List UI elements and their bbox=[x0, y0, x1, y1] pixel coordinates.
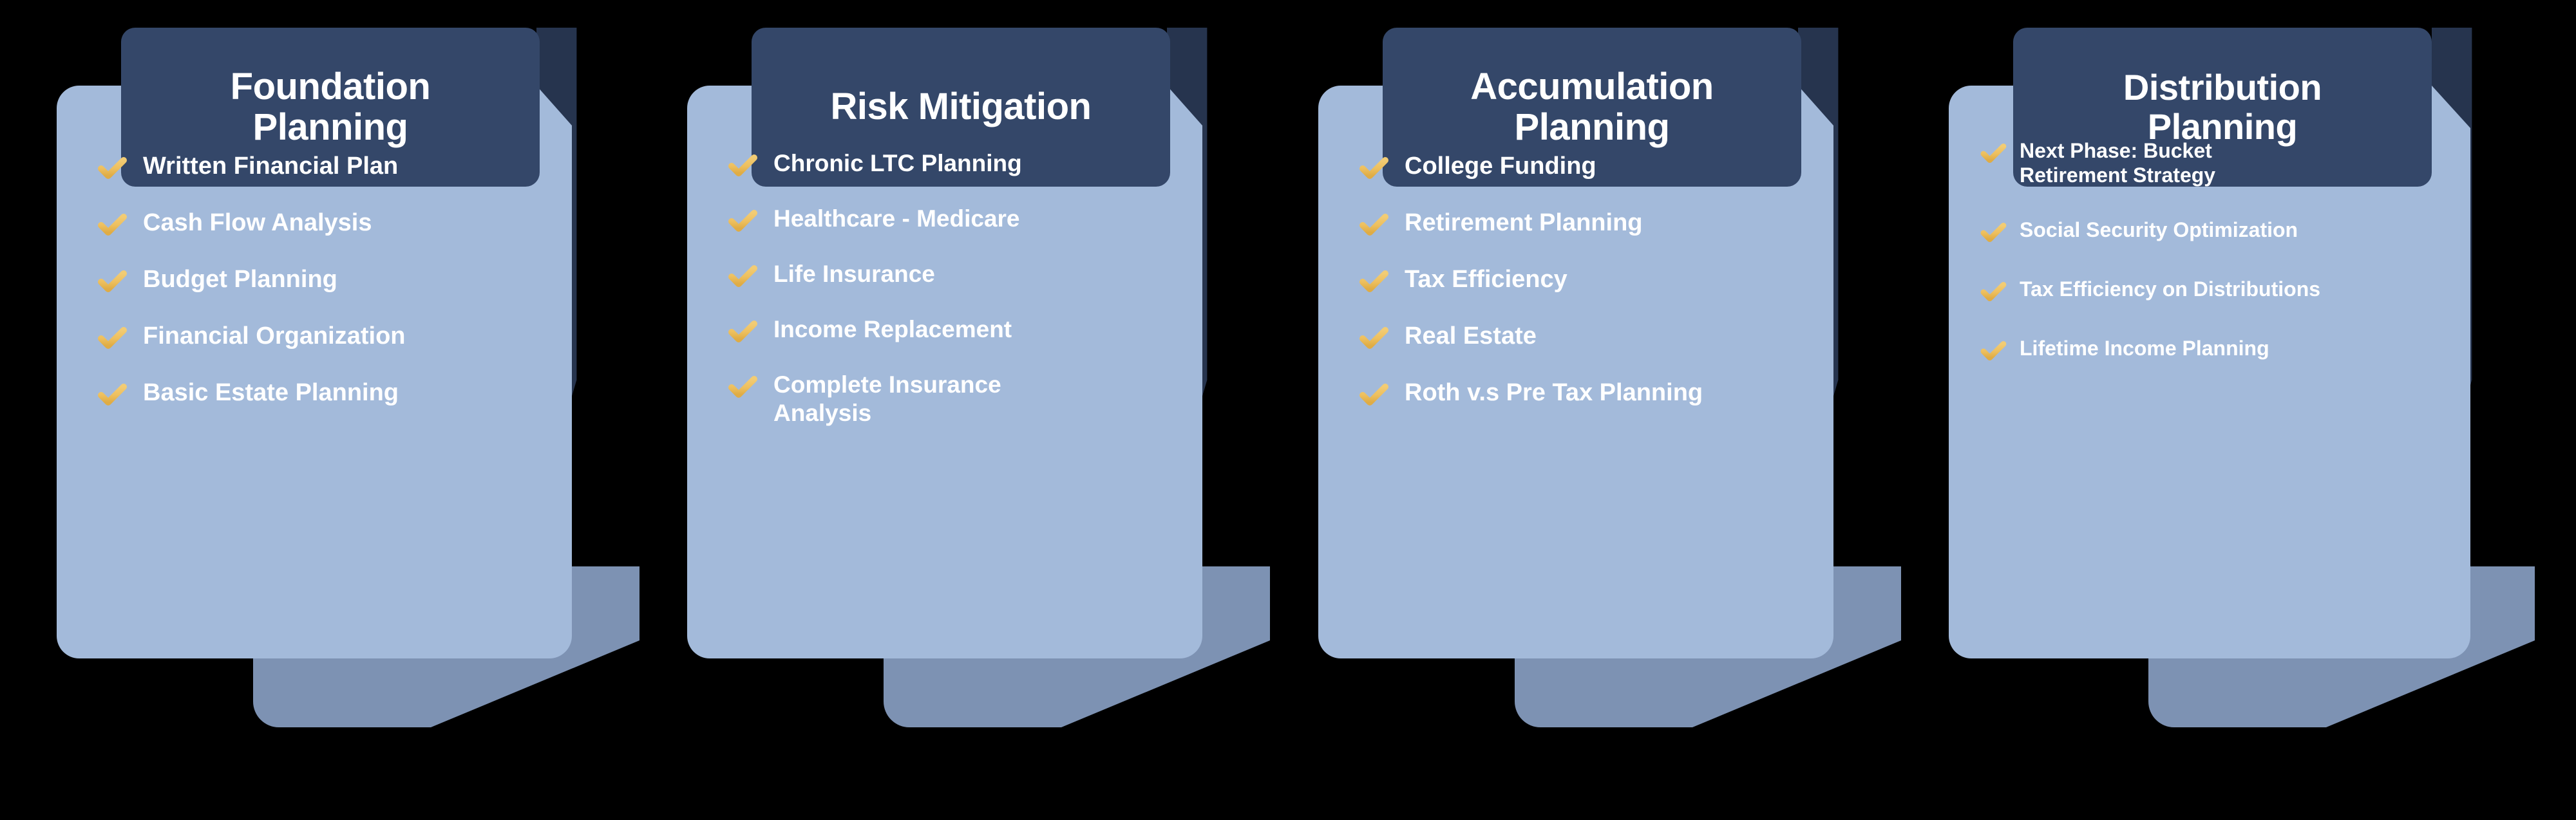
list-item-label: Healthcare - Medicare bbox=[773, 205, 1020, 232]
list-item-label: Retirement Planning bbox=[1405, 209, 1643, 236]
list-item-label: Tax Efficiency on Distributions bbox=[2020, 277, 2321, 301]
card-title: Distribution Planning bbox=[2123, 67, 2322, 147]
list-item-label: Complete Insurance Analysis bbox=[773, 371, 1001, 426]
card-header: Accumulation Planning bbox=[1383, 28, 1801, 187]
card-header: Distribution Planning bbox=[2013, 28, 2432, 187]
check-icon bbox=[726, 149, 759, 182]
list-item: Healthcare - Medicare bbox=[726, 203, 1191, 238]
card-feature-list: Next Phase: Bucket Retirement Strategy S… bbox=[1949, 86, 2464, 658]
list-item-label: Next Phase: Bucket Retirement Strategy bbox=[2020, 139, 2216, 187]
check-icon bbox=[95, 151, 129, 185]
card-feature-list: Chronic LTC Planning Healthcare - Medica… bbox=[687, 86, 1202, 658]
list-item: Chronic LTC Planning bbox=[726, 147, 1191, 182]
check-icon bbox=[1978, 218, 2008, 247]
list-item: Tax Efficiency on Distributions bbox=[1978, 275, 2452, 306]
check-icon bbox=[726, 204, 759, 238]
check-icon bbox=[726, 370, 759, 404]
list-item: Real Estate bbox=[1357, 320, 1822, 355]
check-icon bbox=[1357, 151, 1390, 185]
planning-card: Distribution Planning Next Phase: Bucket… bbox=[1949, 0, 2576, 820]
list-item-label: Budget Planning bbox=[143, 266, 337, 293]
list-item-label: Written Financial Plan bbox=[143, 153, 399, 180]
check-icon bbox=[726, 315, 759, 348]
list-item-label: Lifetime Income Planning bbox=[2020, 336, 2269, 360]
list-item: Roth v.s Pre Tax Planning bbox=[1357, 377, 1822, 411]
check-icon bbox=[1357, 265, 1390, 298]
planning-card: Foundation Planning Written Financial Pl… bbox=[57, 0, 688, 820]
check-icon bbox=[726, 259, 759, 293]
card-title: Foundation Planning bbox=[230, 65, 431, 148]
list-item-label: Life Insurance bbox=[773, 261, 935, 287]
list-item-label: Income Replacement bbox=[773, 316, 1012, 342]
list-item-label: Tax Efficiency bbox=[1405, 266, 1567, 293]
list-item-label: Roth v.s Pre Tax Planning bbox=[1405, 379, 1703, 406]
check-icon bbox=[1357, 321, 1390, 355]
list-item: Income Replacement bbox=[726, 313, 1191, 348]
list-item-label: Basic Estate Planning bbox=[143, 379, 399, 406]
list-item: Retirement Planning bbox=[1357, 207, 1822, 241]
list-item: Social Security Optimization bbox=[1978, 216, 2452, 247]
check-icon bbox=[1357, 208, 1390, 241]
check-icon bbox=[95, 321, 129, 355]
check-icon bbox=[95, 208, 129, 241]
list-item-label: Chronic LTC Planning bbox=[773, 150, 1022, 176]
card-header: Foundation Planning bbox=[121, 28, 540, 187]
check-icon bbox=[1978, 138, 2008, 168]
check-icon bbox=[1978, 336, 2008, 366]
list-item: Lifetime Income Planning bbox=[1978, 335, 2452, 366]
list-item: Life Insurance bbox=[726, 258, 1191, 293]
card-feature-list: Written Financial Plan Cash Flow Analysi… bbox=[57, 86, 572, 658]
list-item: Basic Estate Planning bbox=[95, 377, 560, 411]
card-title: Accumulation Planning bbox=[1470, 65, 1714, 148]
list-item-label: Financial Organization bbox=[143, 322, 406, 349]
planning-card: Accumulation Planning College Funding Re… bbox=[1318, 0, 1949, 820]
list-item: Financial Organization bbox=[95, 320, 560, 355]
list-item-label: Cash Flow Analysis bbox=[143, 209, 372, 236]
card-header: Risk Mitigation bbox=[752, 28, 1170, 187]
list-item: Budget Planning bbox=[95, 263, 560, 298]
list-item: Tax Efficiency bbox=[1357, 263, 1822, 298]
check-icon bbox=[95, 378, 129, 411]
card-title: Risk Mitigation bbox=[830, 86, 1092, 128]
list-item: College Funding bbox=[1357, 150, 1822, 185]
planning-card: Risk Mitigation Chronic LTC Planning Hea… bbox=[687, 0, 1318, 820]
list-item: Complete Insurance Analysis bbox=[726, 369, 1191, 427]
list-item-label: Social Security Optimization bbox=[2020, 218, 2298, 241]
card-feature-list: College Funding Retirement Planning Tax … bbox=[1318, 86, 1833, 658]
list-item: Written Financial Plan bbox=[95, 150, 560, 185]
list-item: Next Phase: Bucket Retirement Strategy bbox=[1978, 137, 2452, 188]
list-item: Cash Flow Analysis bbox=[95, 207, 560, 241]
check-icon bbox=[1357, 378, 1390, 411]
list-item-label: College Funding bbox=[1405, 153, 1596, 180]
list-item-label: Real Estate bbox=[1405, 322, 1537, 349]
check-icon bbox=[1978, 277, 2008, 306]
check-icon bbox=[95, 265, 129, 298]
